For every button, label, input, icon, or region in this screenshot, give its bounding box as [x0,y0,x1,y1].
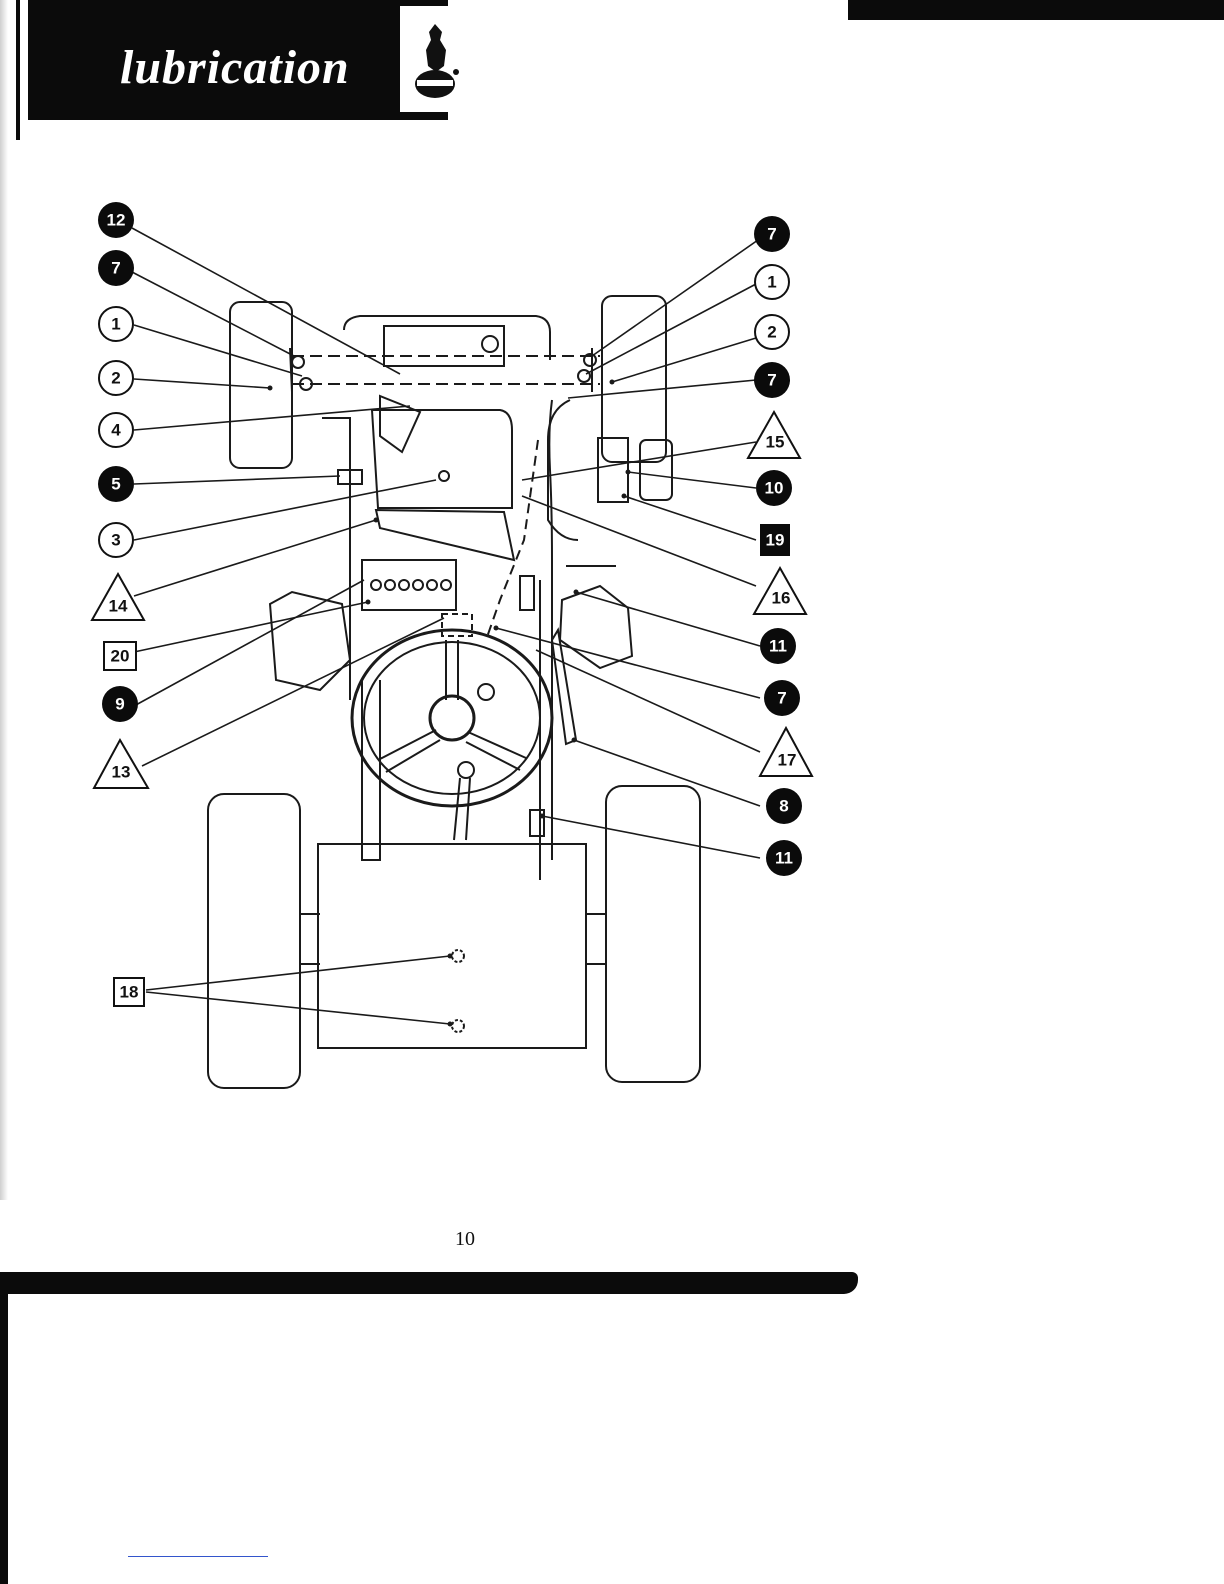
callout-7-right-b: 7 [754,362,790,398]
svg-text:7: 7 [767,371,776,390]
svg-text:15: 15 [766,433,785,452]
throttle-knob [478,684,494,700]
callout-1-left: 1 [99,307,133,341]
svg-text:4: 4 [111,421,121,440]
grease-fitting-upper-icon [452,950,464,962]
fitting-right-b [578,370,590,382]
callout-4: 4 [99,413,133,447]
brake-housing [520,576,534,610]
steering-wheel [352,630,552,806]
svg-text:2: 2 [111,369,120,388]
instrument-gauges [371,580,451,590]
grease-fitting-lower-icon [452,1020,464,1032]
steering-hub [430,696,474,740]
rear-left-tire [208,794,300,1088]
svg-text:20: 20 [111,647,130,666]
front-axle [292,356,600,384]
callout-2-left: 2 [99,361,133,395]
svg-text:17: 17 [778,751,797,770]
svg-text:1: 1 [767,273,776,292]
callout-18: 18 [114,978,144,1006]
facing-page-edge [0,1290,8,1584]
side-panel [640,440,672,500]
svg-text:7: 7 [767,225,776,244]
callout-1-right: 1 [755,265,789,299]
callout-14: 14 [92,574,144,620]
page-number: 10 [430,1228,500,1251]
gear-shift-lever [454,778,470,840]
hood-outline [344,316,550,360]
svg-text:3: 3 [111,531,120,550]
grille-cap-icon [482,336,498,352]
engine-block [372,410,512,508]
callout-11-right-a: 11 [760,628,796,664]
callout-12: 12 [98,202,134,238]
callout-17: 17 [760,728,812,776]
svg-text:9: 9 [115,695,124,714]
callout-13: 13 [94,740,148,788]
svg-text:1: 1 [111,315,120,334]
callout-10: 10 [756,470,792,506]
svg-text:11: 11 [769,637,787,656]
svg-text:10: 10 [765,479,784,498]
callout-5: 5 [98,466,134,502]
gear-shift-knob [458,762,474,778]
svg-text:5: 5 [111,475,120,494]
svg-text:18: 18 [120,983,139,1002]
svg-text:7: 7 [777,689,786,708]
callout-7-right-c: 7 [764,680,800,716]
air-intake [380,396,420,452]
svg-text:8: 8 [779,797,788,816]
callout-7-right-a: 7 [754,216,790,252]
steering-wheel-inner [364,642,540,794]
brake-pedal-lever [552,630,576,744]
scan-artifact-line [128,1556,268,1557]
svg-text:14: 14 [109,597,128,616]
svg-text:16: 16 [772,589,791,608]
callout-20: 20 [104,642,136,670]
callout-9: 9 [102,686,138,722]
callout-7-left: 7 [98,250,134,286]
svg-text:12: 12 [107,211,126,230]
callout-2-right: 2 [755,315,789,349]
svg-text:13: 13 [112,763,131,782]
callout-3: 3 [99,523,133,557]
callout-16: 16 [754,568,806,614]
page-bottom-edge-bar [0,1272,858,1294]
engine-fitting-icon [439,471,449,481]
callout-19: 19 [760,524,790,556]
fitting-left-a [292,356,304,368]
dash-top [376,510,514,560]
svg-text:11: 11 [775,849,793,868]
callout-8: 8 [766,788,802,824]
svg-text:7: 7 [111,259,120,278]
spindle-lines [290,348,592,392]
steering-spokes [378,640,526,772]
svg-text:2: 2 [767,323,776,342]
callout-15: 15 [748,412,800,458]
svg-text:19: 19 [766,531,785,550]
callout-11-right-b: 11 [766,840,802,876]
left-footplate [270,592,350,690]
steering-gear [442,614,472,636]
rear-deck [318,844,586,1048]
grille-panel [384,326,504,366]
